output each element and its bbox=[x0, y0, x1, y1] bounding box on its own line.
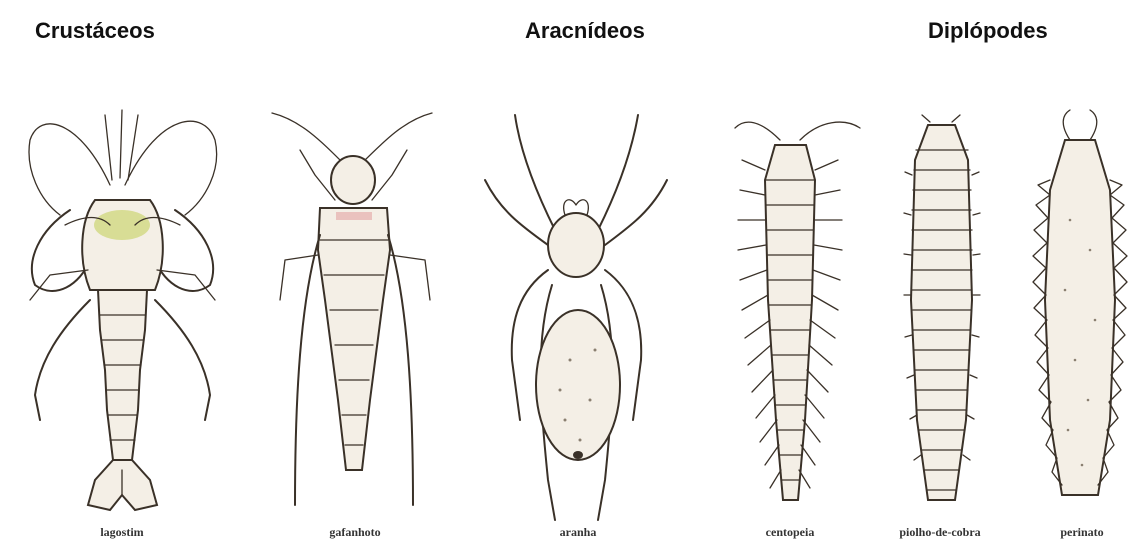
lagostim-drawing bbox=[29, 110, 217, 510]
aranha-drawing bbox=[485, 115, 667, 520]
label-aranha: aranha bbox=[560, 525, 597, 540]
label-centopeia: centopeia bbox=[766, 525, 815, 540]
label-lagostim: lagostim bbox=[100, 525, 143, 540]
piolho-de-cobra-drawing bbox=[904, 115, 980, 500]
centopeia-drawing bbox=[735, 122, 860, 500]
perinato-drawing bbox=[1033, 110, 1127, 495]
gafanhoto-drawing bbox=[272, 113, 432, 505]
label-perinato: perinato bbox=[1060, 525, 1103, 540]
label-gafanhoto: gafanhoto bbox=[329, 525, 380, 540]
label-piolho-de-cobra: piolho-de-cobra bbox=[899, 525, 980, 540]
